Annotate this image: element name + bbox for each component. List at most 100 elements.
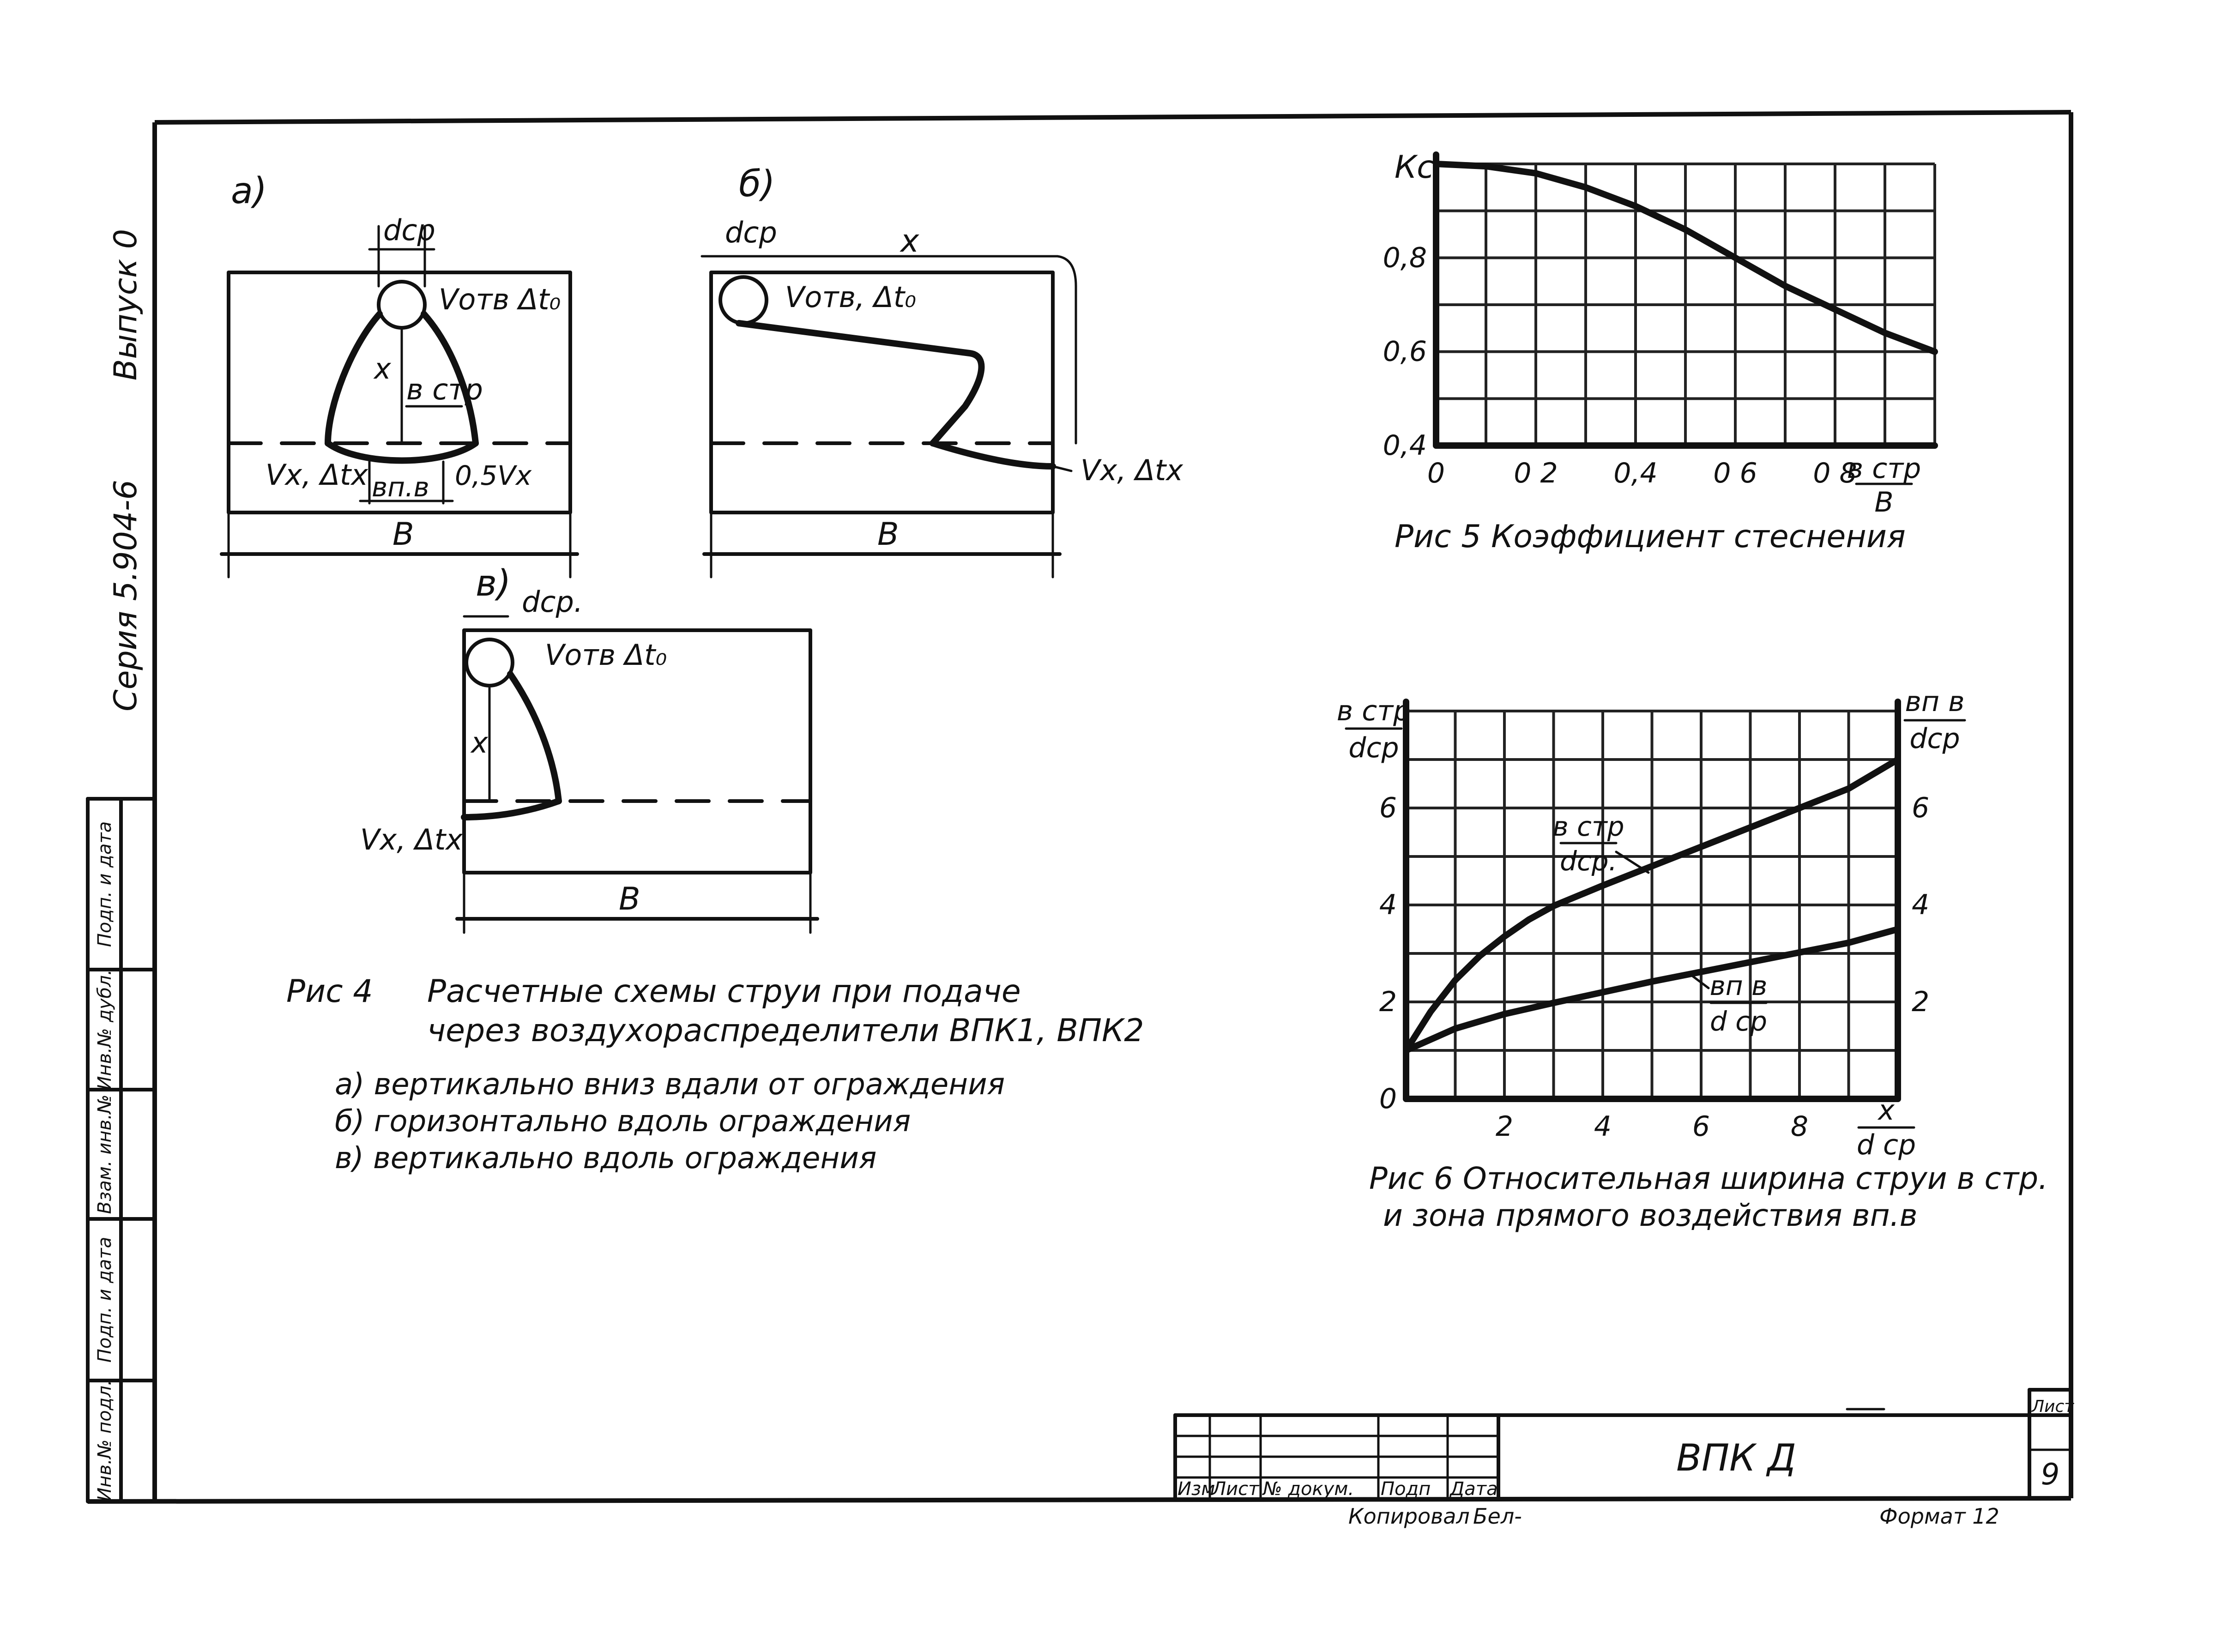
y-tick-label: 2 (1379, 986, 1397, 1018)
y-tick-label: 4 (1379, 889, 1397, 921)
fig5-caption: Рис 5 Коэффициент стеснения (1395, 519, 1906, 555)
panel-b-nozzle-icon (719, 275, 768, 325)
panel-a-tag: а) (231, 170, 267, 212)
stamp-cell-5: Инв.№ подл. (94, 1380, 115, 1501)
x-tick-label: 0,4 (1613, 457, 1657, 489)
fig6-curve1-den: dср. (1560, 845, 1617, 877)
fig6-right-axis-num: вп в (1905, 686, 1964, 718)
sheet-frame (87, 110, 2073, 1504)
panel-v-vx-label: Vx, Δtx (360, 823, 463, 856)
fig6-caption-line1: Рис 6 Относительная ширина струи в стр. (1369, 1161, 2048, 1196)
y2-tick-label: 6 (1912, 792, 1929, 824)
x-tick-label: 6 (1692, 1110, 1710, 1143)
panel-a-x-label: x (373, 352, 392, 386)
panel-a-nozzle-icon (377, 280, 427, 330)
series-label: Серия 5.904-6 (108, 480, 144, 711)
fig5-grid (1433, 151, 1938, 449)
x-tick-label: 4 (1594, 1110, 1612, 1143)
y-tick-label: 0,6 (1383, 336, 1427, 368)
y-tick-label: 6 (1379, 792, 1397, 824)
fig6-curve-bpv (1403, 926, 1901, 1054)
panel-b-vx-label: Vx, Δtx (1081, 453, 1183, 487)
fig6-left-axis-num: в стр (1337, 695, 1411, 727)
fig5-ticks: 0 0 2 0,4 0 6 0 8 0,4 0,6 0,8 (1383, 241, 1857, 489)
fig6-caption-line2: и зона прямого воздействия вп.в (1383, 1198, 1918, 1233)
fig6-left-axis-den: dср (1348, 732, 1399, 764)
stamp-cell-3: Взам. инв.№ (94, 1095, 115, 1214)
tb-header-list: Лист (1211, 1478, 1260, 1500)
panel-a-bpv-label: вп.в (372, 471, 429, 503)
fig4-caption-line1: Расчетные схемы струи при подаче (427, 973, 1021, 1010)
title-block: Изм Лист № докум. Подп Дата ВПК Д Лист 9… (1173, 1388, 2074, 1529)
panel-a-halfv-label: 0,5Vx (455, 460, 532, 491)
stamp-cell-4: Подп. и дата (94, 1237, 115, 1363)
panel-v-nozzle-icon (465, 638, 514, 687)
fig6-curve2-den: d ср (1710, 1006, 1767, 1037)
fig4-caption: Рис 4 Расчетные схемы струи при подаче ч… (286, 973, 1144, 1176)
fig4-item-a: а) вертикально вниз вдали от ограждения (335, 1067, 1005, 1102)
fig6-x-axis-den: d ср (1857, 1129, 1916, 1161)
panel-b-width-label: В (877, 516, 899, 553)
x-tick-label: 0 6 (1713, 457, 1757, 489)
tb-copied: Копировал (1348, 1504, 1470, 1529)
fig4-panel-b: б) dср x Vотв, Δt₀ Vx, Δtx В (700, 163, 1183, 579)
fig6-curve-bstr (1403, 756, 1901, 1054)
fig6-chart: в стр dср вп в dср 2 4 6 8 0 2 4 6 2 4 6 в стр dср… (1337, 686, 2048, 1233)
y2-tick-label: 2 (1912, 986, 1929, 1018)
fig4-panel-v: в) dср. Vотв Δt₀ x Vx, Δtx В (360, 563, 819, 934)
tb-designation: ВПК Д (1676, 1436, 1796, 1479)
fig6-x-axis-num: x (1877, 1094, 1895, 1127)
fig4-label: Рис 4 (286, 973, 373, 1010)
fig5-chart: Кс 0 0 2 0,4 0 6 0 8 0,4 0,6 0,8 в стр В Рис 5 … (1383, 149, 1938, 555)
y2-tick-label: 4 (1912, 889, 1929, 921)
tb-header-izm: Изм (1177, 1478, 1215, 1500)
fig4-panel-a: а) dср Vотв Δt₀ x в стр вп.в Vx, Δtx 0,5… (220, 170, 579, 579)
panel-v-width-label: В (619, 881, 640, 917)
panel-v-room (462, 628, 812, 874)
panel-b-x-label: x (900, 223, 919, 259)
stamp-cell-2: Инв.№ дубл. (94, 970, 115, 1090)
panel-a-d-label: dср (383, 213, 435, 247)
stamp-cell-1: Подп. и дата (94, 821, 115, 947)
x-tick-label: 8 (1791, 1110, 1808, 1143)
panel-v-x-label: x (470, 726, 489, 760)
panel-v-source-label: Vотв Δt₀ (545, 638, 667, 672)
tb-header-podp: Подп (1381, 1478, 1431, 1500)
panel-v-d-label: dср. (522, 585, 583, 619)
fig6-ticks: 2 4 6 8 0 2 4 6 2 4 6 (1379, 792, 1929, 1143)
y-tick-label: 0 (1379, 1083, 1397, 1115)
fig4-item-v: в) вертикально вдоль ограждения (335, 1141, 876, 1176)
x-tick-label: 2 (1496, 1110, 1513, 1143)
tb-header-doc: № докум. (1262, 1478, 1354, 1500)
panel-a-width-label: В (392, 516, 414, 553)
panel-b-room (709, 271, 1055, 514)
panel-a-vx-label: Vx, Δtx (266, 458, 368, 492)
panel-b-tag: б) (739, 163, 775, 205)
tb-format: Формат 12 (1879, 1504, 1999, 1529)
fig6-curve1-num: в стр (1552, 811, 1624, 842)
fig6-curve2-num: вп в (1710, 970, 1768, 1001)
fig6-right-axis-den: dср (1909, 723, 1960, 755)
fig5-x-axis-den: В (1874, 486, 1893, 519)
issue-label: Выпуск 0 (108, 229, 144, 380)
y-tick-label: 0,8 (1383, 241, 1427, 274)
fig4-caption-line2: через воздухораспределители ВПК1, ВПК2 (427, 1013, 1144, 1049)
fig5-curve-kc (1433, 161, 1938, 355)
fig4-item-b: б) горизонтально вдоль ограждения (335, 1104, 911, 1139)
fig5-y-axis-label: Кс (1395, 149, 1434, 186)
x-tick-label: 0 (1427, 457, 1445, 489)
panel-v-tag: в) (476, 563, 511, 604)
panel-b-d-label: dср (725, 216, 777, 249)
margin-stamp: Подп. и дата Инв.№ дубл. Взам. инв.№ Под… (86, 797, 157, 1503)
tb-copied-name: Бел- (1473, 1504, 1522, 1529)
panel-a-source-label: Vотв Δt₀ (439, 283, 561, 316)
x-tick-label: 0 2 (1514, 457, 1558, 489)
fig5-x-axis-num: в стр (1847, 452, 1921, 485)
panel-a-bstr-label: в стр (406, 373, 483, 406)
tb-header-date: Дата (1449, 1478, 1498, 1500)
x-tick-label: 0 8 (1813, 457, 1857, 489)
tb-sheet-label: Лист (2031, 1397, 2074, 1416)
y-tick-label: 0,4 (1383, 429, 1427, 462)
left-margin: Выпуск 0 Серия 5.904-6 Подп. и дата Инв.… (86, 229, 157, 1503)
